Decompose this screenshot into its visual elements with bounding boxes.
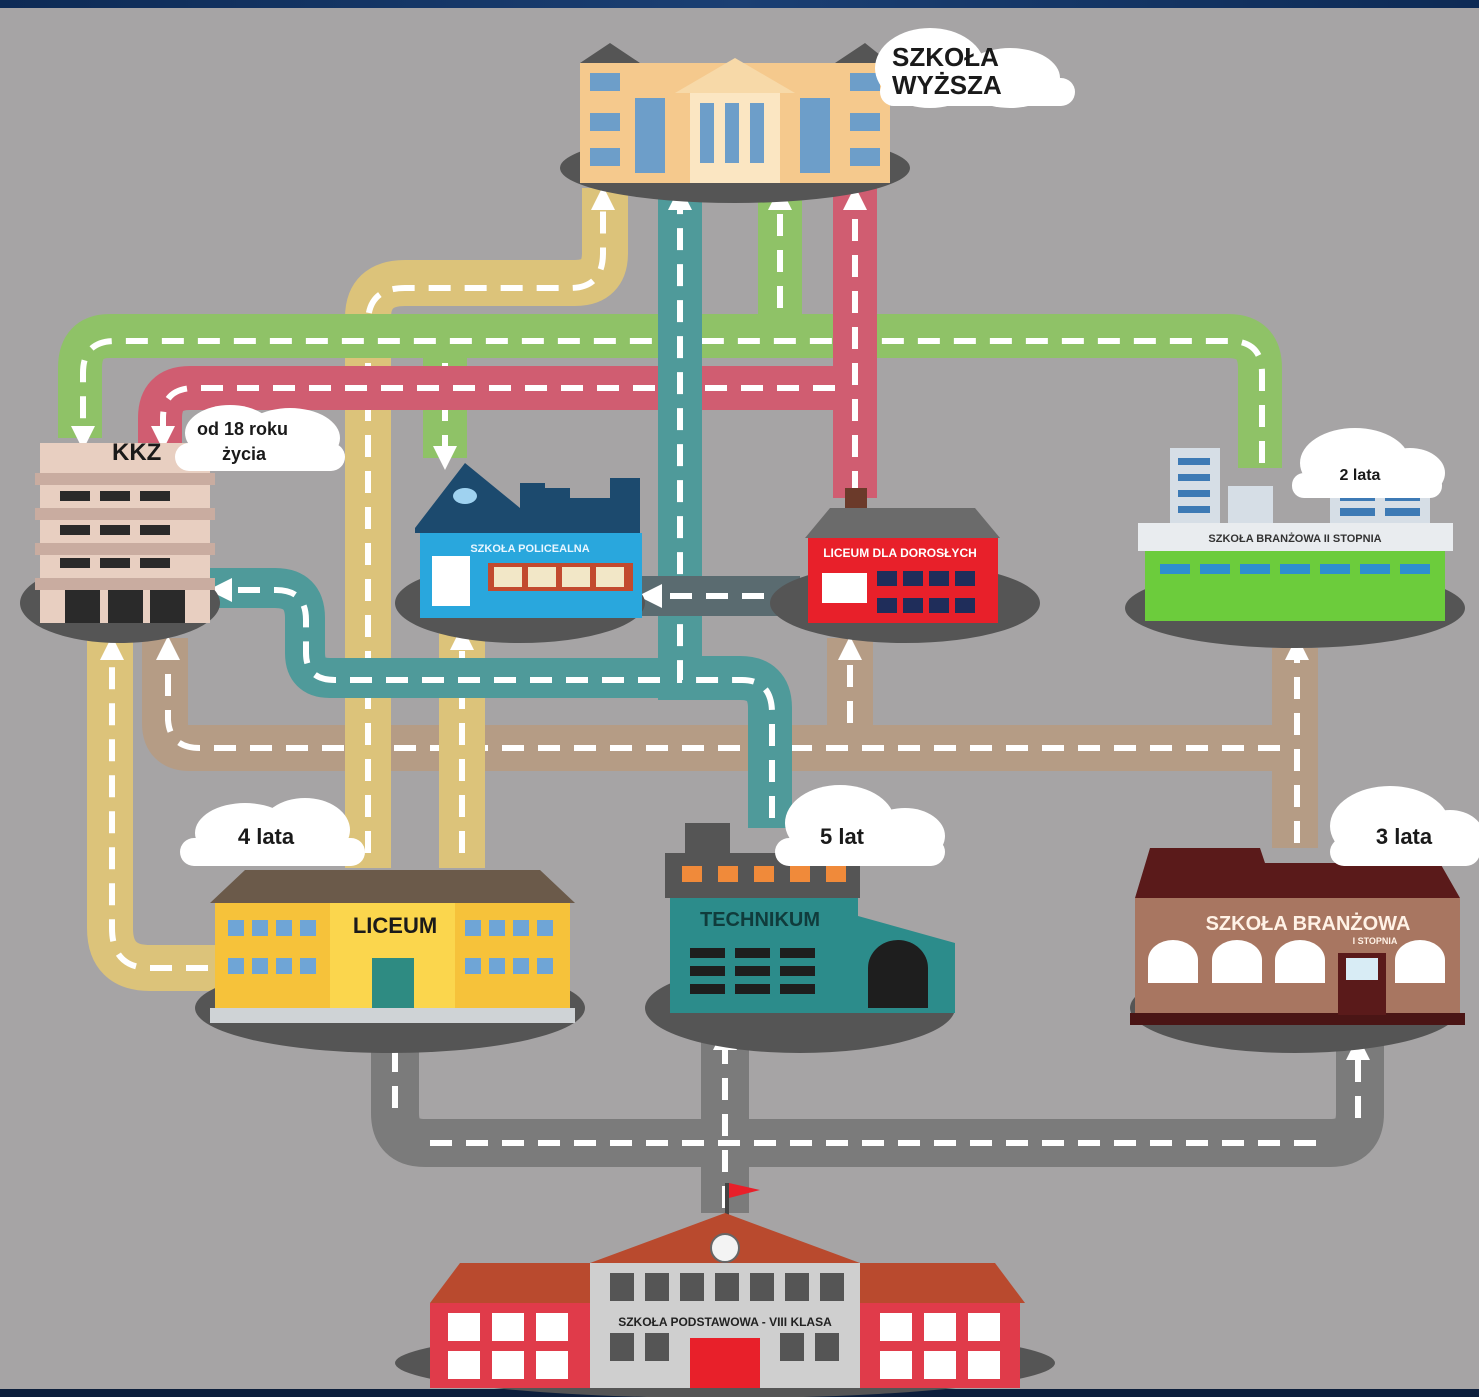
label-kkz-note-line2: życia bbox=[222, 444, 267, 464]
cloud-kkz bbox=[175, 405, 345, 471]
cloud-branzowa2 bbox=[1292, 428, 1445, 498]
road-teal bbox=[208, 186, 792, 828]
label-branzowa2: SZKOŁA BRANŻOWA II STOPNIA bbox=[1208, 532, 1381, 545]
building-podstawowa bbox=[430, 1183, 1025, 1388]
label-technikum: TECHNIKUM bbox=[700, 909, 820, 931]
roads bbox=[58, 186, 1384, 1213]
building-dorosli bbox=[805, 488, 1000, 623]
label-branzowa2-years: 2 lata bbox=[1340, 467, 1381, 484]
building-liceum bbox=[210, 870, 575, 1023]
label-policealna: SZKOŁA POLICEALNA bbox=[470, 543, 589, 555]
label-kkz-note-line1: od 18 roku bbox=[197, 419, 288, 439]
cloud-branzowa1 bbox=[1330, 786, 1479, 866]
label-dorosli: LICEUM DLA DOROSŁYCH bbox=[823, 546, 977, 560]
road-pink bbox=[138, 186, 877, 498]
cloud-liceum bbox=[180, 798, 365, 866]
building-szkola-wyzsza bbox=[580, 43, 890, 183]
map-svg: SZKOŁA WYŻSZA KKZ od 18 roku życia SZKOŁ… bbox=[0, 8, 1479, 1397]
label-szkola-wyzsza-line2: WYŻSZA bbox=[892, 70, 1002, 100]
road-gray bbox=[371, 1023, 1384, 1213]
label-branzowa1-years: 3 lata bbox=[1376, 824, 1433, 849]
label-szkola-wyzsza-line1: SZKOŁA bbox=[892, 42, 999, 72]
label-podstawowa: SZKOŁA PODSTAWOWA - VIII KLASA bbox=[618, 1315, 832, 1329]
label-branzowa1-sub: I STOPNIA bbox=[1353, 936, 1398, 946]
building-technikum bbox=[665, 823, 955, 1013]
cloud-szkola-wyzsza bbox=[875, 28, 1075, 108]
top-bar bbox=[0, 0, 1479, 8]
label-technikum-years: 5 lat bbox=[820, 824, 865, 849]
label-liceum: LICEUM bbox=[353, 913, 437, 938]
cloud-technikum bbox=[775, 785, 945, 866]
road-brown bbox=[142, 636, 1318, 848]
labels: SZKOŁA WYŻSZA KKZ od 18 roku życia SZKOŁ… bbox=[112, 42, 1433, 1329]
label-branzowa1: SZKOŁA BRANŻOWA bbox=[1206, 912, 1411, 935]
building-kkz bbox=[35, 443, 215, 623]
building-policealna bbox=[415, 463, 642, 618]
label-kkz: KKZ bbox=[112, 439, 161, 466]
building-branzowa2 bbox=[1138, 448, 1453, 621]
label-liceum-years: 4 lata bbox=[238, 824, 295, 849]
building-branzowa1 bbox=[1130, 848, 1465, 1025]
